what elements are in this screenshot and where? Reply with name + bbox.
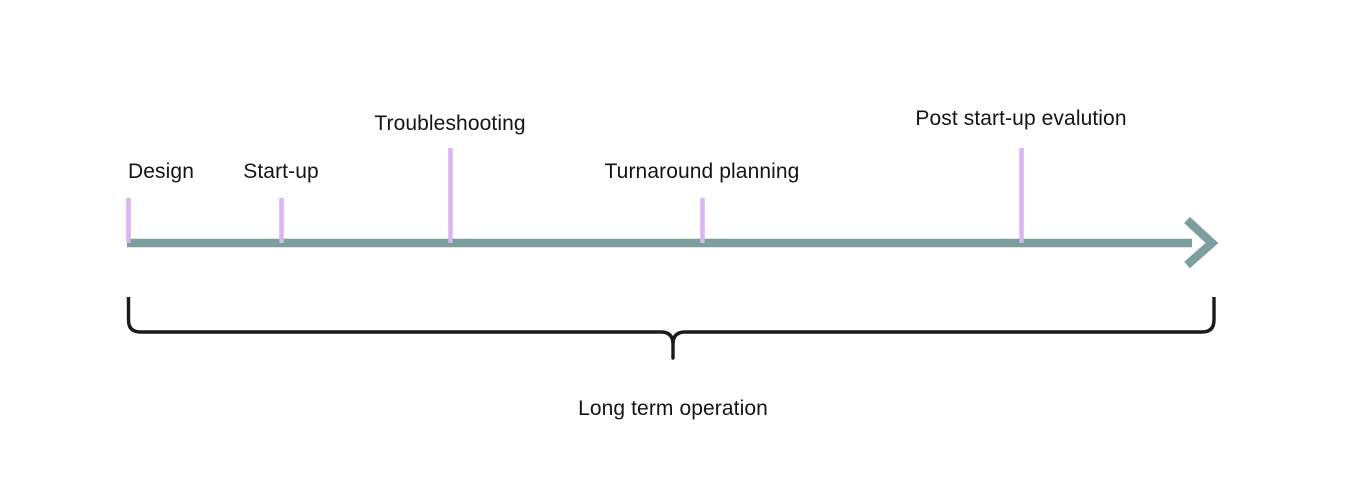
- milestone-label-troubleshooting: Troubleshooting: [374, 112, 526, 135]
- milestone-label-start-up: Start-up: [243, 160, 319, 183]
- milestone-label-post-start-up-evalution: Post start-up evalution: [915, 107, 1127, 130]
- arrowhead-icon: [1184, 216, 1219, 269]
- long-term-operation-bracket: [126, 297, 1216, 360]
- milestone-ticks: [126, 148, 1024, 243]
- milestone-label-turnaround-planning: Turnaround planning: [604, 160, 800, 183]
- span-bracket-caption: Long term operation: [578, 397, 768, 420]
- milestone-label-design: Design: [128, 160, 194, 183]
